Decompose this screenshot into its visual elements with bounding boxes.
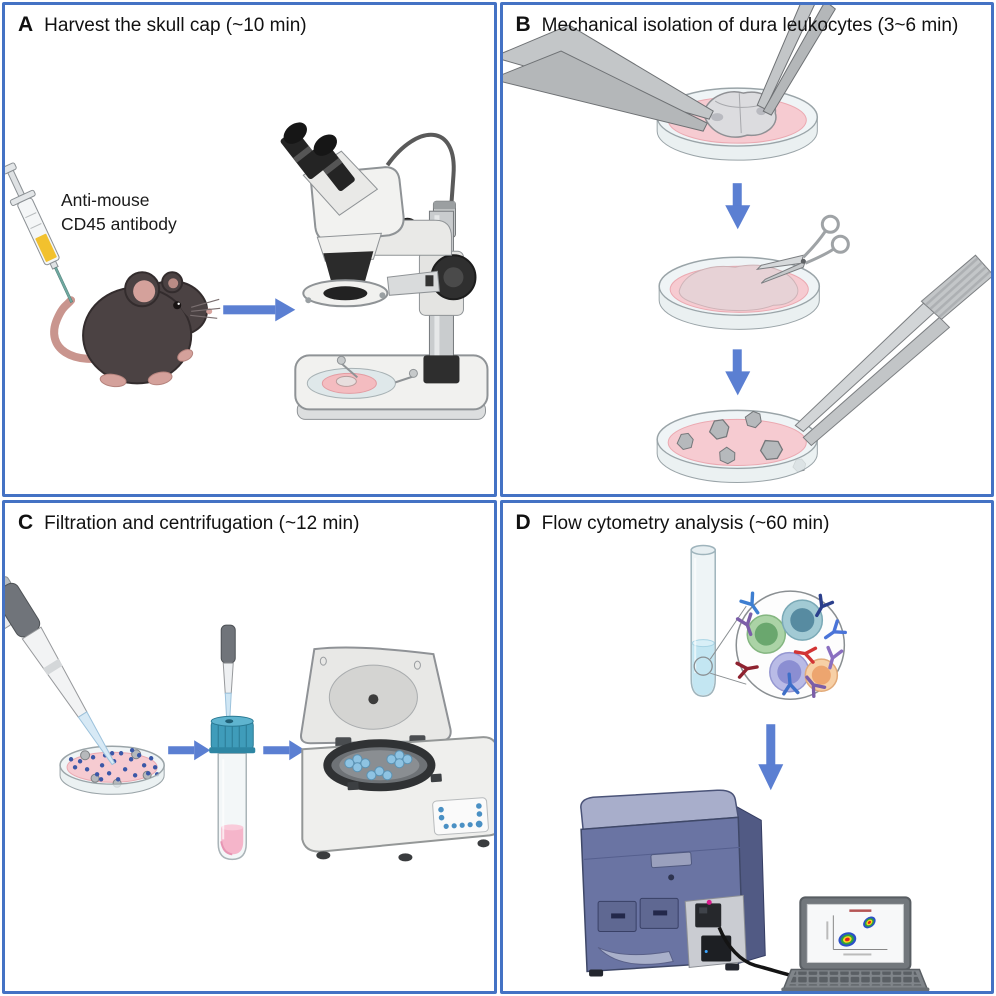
panel-a-title: A Harvest the skull cap (~10 min) [18,13,307,37]
laptop-illustration [780,895,929,991]
panel-c-title: C Filtration and centrifugation (~12 min… [18,511,359,535]
arrow-down-icon [724,349,750,396]
panel-c-letter: C [18,510,34,534]
antibody-label-line1: Anti-mouse [61,190,150,210]
arrow-right-icon [168,739,211,760]
panel-d: D Flow cytometry analysis (~60 min) [499,499,994,994]
panel-b-letter: B [515,13,531,36]
control-panel [432,796,489,835]
flow-plot [825,908,887,955]
mouse-illustration [50,271,221,388]
panel-a-illustration [5,122,489,420]
panel-b: B Mechanical isolation of dura leukocyte… [499,2,994,497]
panel-a: A Harvest the skull cap (~10 min) Anti-m… [2,2,497,497]
rotor-tubes [344,749,413,780]
scissors-icon [755,214,850,284]
petri-dish-skullcap [502,5,836,161]
microscope-illustration [280,122,489,420]
panel-d-letter: D [515,510,531,534]
arrow-right-icon [223,298,296,322]
panel-d-title: D Flow cytometry analysis (~60 min) [516,511,830,535]
panel-b-title: B Mechanical isolation of dura leukocyte… [516,13,959,37]
panel-b-illustration [502,5,991,483]
serrated-forceps-icon [794,254,991,447]
forceps-icon [502,5,836,132]
panel-d-title-text: Flow cytometry analysis (~60 min) [541,512,830,534]
panel-d-illustration [579,544,929,991]
panel-a-title-text: Harvest the skull cap (~10 min) [44,15,307,36]
arrow-down-icon [757,723,783,790]
panel-c-illustration [5,575,494,861]
pipette-icon [5,575,116,765]
arrow-right-icon [263,739,306,760]
flow-cytometer-illustration [579,788,801,979]
centrifuge-illustration [300,645,494,861]
panel-c: C Filtration and centrifugation (~12 min… [2,499,497,994]
tissue-pieces [676,410,806,473]
panel-c-title-text: Filtration and centrifugation (~12 min) [44,512,360,534]
filter-tube [209,624,256,860]
arrow-down-icon [724,183,750,230]
antibody-label-line2: CD45 antibody [61,214,177,234]
petri-dish-pieces [655,254,991,483]
syringe-icon [5,162,74,304]
panel-b-title-text: Mechanical isolation of dura leukocytes … [541,15,959,36]
antibody-cell-zoom [734,589,847,700]
petri-dish-dura [657,214,850,330]
magnifier-lines [709,605,747,685]
petri-dish-cells [59,744,165,795]
antibody-label: Anti-mouse CD45 antibody [61,188,177,236]
sample-tube [689,544,716,697]
panel-a-letter: A [18,13,34,36]
